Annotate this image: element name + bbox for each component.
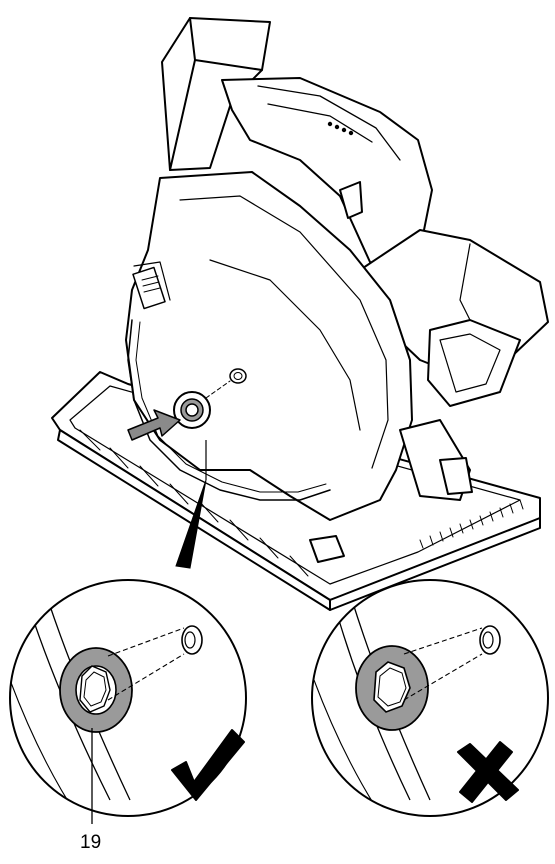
battery-pack	[161, 17, 271, 171]
bolt-incorrect	[479, 625, 501, 655]
check-mark-icon	[171, 729, 245, 801]
bevel-adjustment	[399, 419, 473, 501]
zoom-pointer	[175, 479, 207, 569]
incorrect-assembly-detail	[311, 579, 549, 817]
battery-level-indicator	[327, 121, 354, 136]
flange-washer-incorrect	[355, 645, 429, 731]
cross-mark-icon	[457, 741, 519, 803]
flange-washer-correct	[59, 647, 133, 733]
front-adjustment-knob	[309, 535, 345, 563]
bolt-correct	[181, 625, 203, 655]
blade-spindle-assembly	[173, 368, 247, 429]
trigger	[339, 181, 363, 219]
base-ruler-scale	[419, 499, 524, 549]
base-ribbing	[79, 429, 309, 577]
circular-saw-illustration	[51, 17, 549, 611]
correct-assembly-detail	[9, 579, 247, 824]
part-number-label: 19	[80, 832, 102, 853]
saw-blade	[127, 319, 331, 501]
motor-housing	[359, 229, 549, 407]
insert-direction-arrow	[127, 409, 181, 441]
upper-blade-guard	[125, 171, 413, 521]
